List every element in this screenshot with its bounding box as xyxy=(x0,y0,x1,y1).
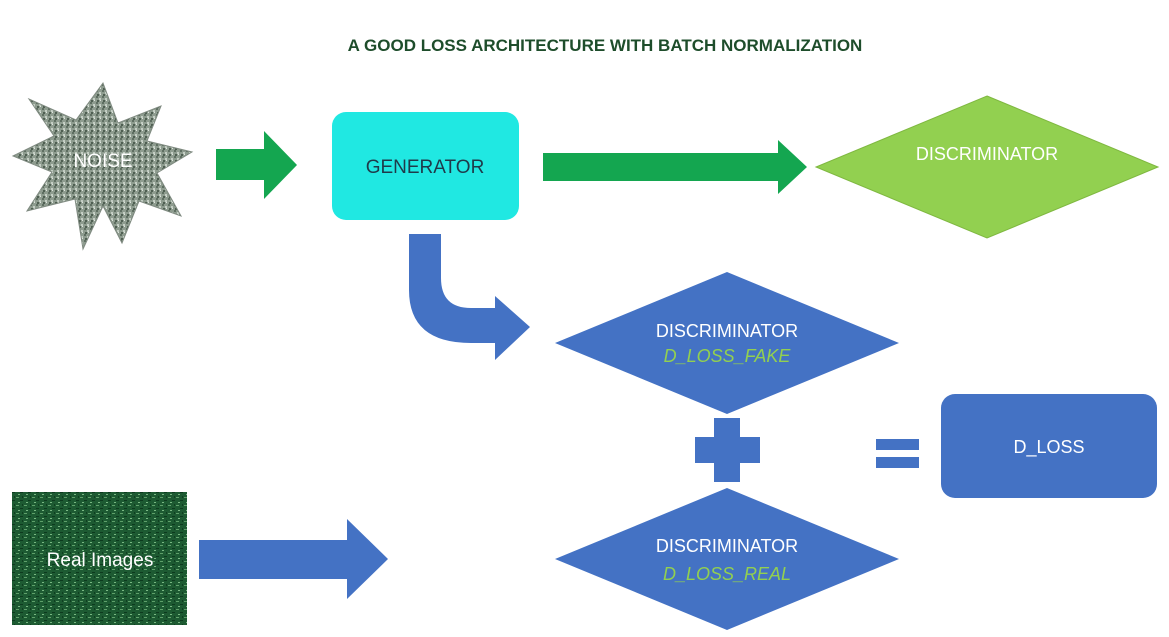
equals-icon xyxy=(876,439,919,468)
discriminator-real-diamond xyxy=(555,488,899,630)
discriminator-top-label: DISCRIMINATOR xyxy=(916,144,1058,164)
noise-label: NOISE xyxy=(73,151,132,172)
discriminator-top-node: DISCRIMINATOR xyxy=(814,95,1160,239)
arrow-generator-to-discriminator xyxy=(543,140,807,194)
noise-starburst-shape xyxy=(11,81,194,251)
generator-node: GENERATOR xyxy=(332,112,519,220)
d-loss-box xyxy=(941,394,1157,498)
generator-box xyxy=(332,112,519,220)
real-images-node: Real Images xyxy=(12,492,187,625)
d-loss-node: D_LOSS xyxy=(941,394,1157,498)
arrow-real-images-to-discriminator xyxy=(199,519,388,599)
diagram-title: A GOOD LOSS ARCHITECTURE WITH BATCH NORM… xyxy=(348,36,863,55)
discriminator-top-diamond xyxy=(814,95,1160,239)
arrow-noise-to-generator xyxy=(216,131,297,199)
real-images-label: Real Images xyxy=(47,550,154,571)
discriminator-fake-node: DISCRIMINATOR D_LOSS_FAKE xyxy=(555,272,899,414)
discriminator-real-node: DISCRIMINATOR D_LOSS_REAL xyxy=(555,488,899,630)
real-images-box xyxy=(12,492,187,625)
discriminator-fake-sublabel: D_LOSS_FAKE xyxy=(664,346,792,366)
arrow-generator-to-discriminator-fake xyxy=(409,234,530,360)
discriminator-fake-diamond xyxy=(555,272,899,414)
noise-node: NOISE xyxy=(11,81,194,251)
discriminator-real-label: DISCRIMINATOR xyxy=(656,536,798,556)
discriminator-fake-label: DISCRIMINATOR xyxy=(656,321,798,341)
plus-icon xyxy=(695,418,760,482)
generator-label: GENERATOR xyxy=(366,157,485,178)
d-loss-label: D_LOSS xyxy=(1013,437,1084,458)
discriminator-real-sublabel: D_LOSS_REAL xyxy=(663,564,791,584)
